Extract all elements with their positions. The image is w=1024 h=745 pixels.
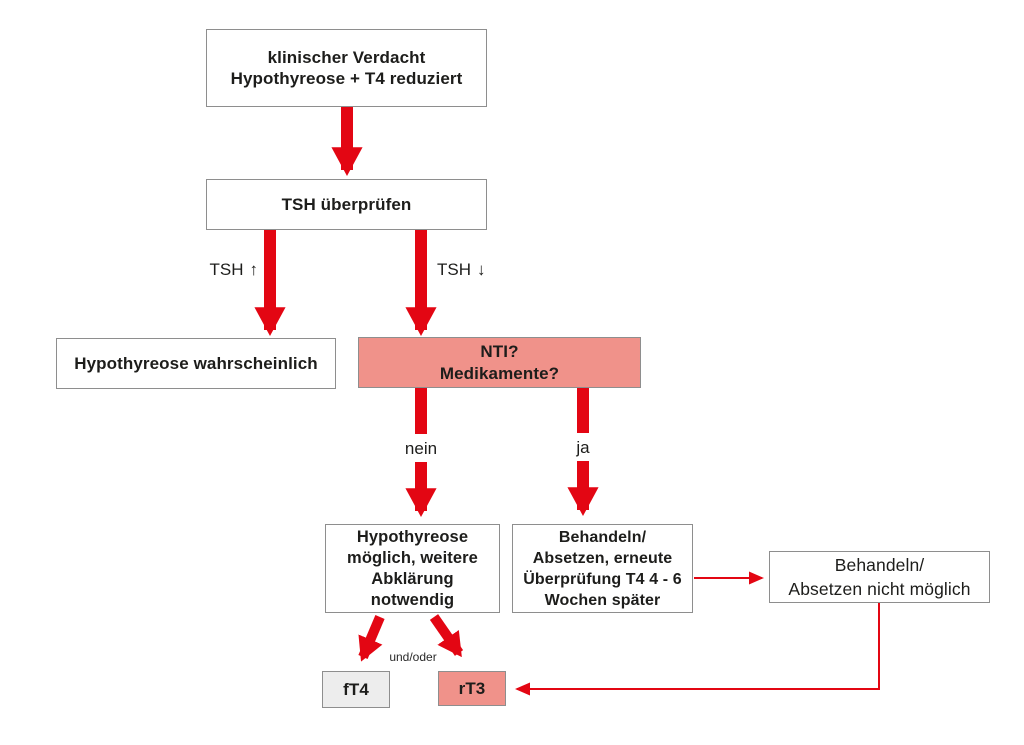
edge-label-tsh-low-text: TSH bbox=[437, 260, 471, 279]
box-tsh-check: TSH überprüfen bbox=[206, 179, 487, 230]
box-tsh-check-line1: TSH überprüfen bbox=[281, 194, 412, 214]
box-clinical-suspicion-line2: Hypothyreose + T4 reduziert bbox=[230, 69, 463, 88]
box-hypothyreose-likely: Hypothyreose wahrscheinlich bbox=[56, 338, 336, 389]
tsh-down-arrow-icon: ↓ bbox=[477, 260, 486, 279]
box-nti-line1: NTI? bbox=[480, 342, 519, 361]
box-clinical-suspicion-line1: klinischer Verdacht bbox=[267, 47, 426, 67]
tsh-up-arrow-icon: ↑ bbox=[249, 260, 259, 279]
edge-label-nein: nein bbox=[404, 439, 438, 458]
edge-label-tsh-high-text: TSH bbox=[209, 260, 244, 279]
box-hypothyreose-possible-line1: Hypothyreose bbox=[356, 527, 469, 546]
box-treat-stop-line4: Wochen später bbox=[544, 591, 661, 609]
box-clinical-suspicion: klinischer Verdacht Hypothyreose + T4 re… bbox=[206, 29, 487, 107]
box-ft4: fT4 bbox=[322, 671, 390, 708]
box-hypothyreose-possible: Hypothyreose möglich, weitere Abklärung … bbox=[325, 524, 500, 613]
box-ft4-label: fT4 bbox=[343, 679, 369, 699]
box-treat-stop-recheck: Behandeln/ Absetzen, erneute Überprüfung… bbox=[512, 524, 693, 613]
box-nti-medikamente: NTI? Medikamente? bbox=[358, 337, 641, 388]
edge-label-ja: ja bbox=[576, 438, 590, 457]
box-treat-stop-line1: Behandeln/ bbox=[558, 528, 647, 546]
arrow-to-rt3 bbox=[429, 614, 464, 658]
box-hypothyreose-possible-line3: Abklärung bbox=[371, 569, 454, 588]
box-hypothyreose-possible-line2: möglich, weitere bbox=[347, 548, 478, 567]
box-treat-not-possible-line2: Absetzen nicht möglich bbox=[788, 579, 971, 599]
arrow-to-ft4 bbox=[358, 615, 385, 662]
box-treat-not-possible: Behandeln/ Absetzen nicht möglich bbox=[769, 551, 990, 603]
edge-label-tsh-high: TSH ↑ bbox=[148, 258, 259, 282]
edge-label-und-oder: und/oder bbox=[389, 650, 437, 664]
box-treat-stop-line2: Absetzen, erneute bbox=[532, 549, 673, 567]
box-hypothyreose-likely-line1: Hypothyreose wahrscheinlich bbox=[74, 353, 318, 373]
box-rt3-label: rT3 bbox=[458, 678, 486, 698]
box-hypothyreose-possible-line4: notwendig bbox=[370, 590, 455, 609]
box-treat-not-possible-line1: Behandeln/ bbox=[834, 555, 925, 575]
box-nti-line2: Medikamente? bbox=[439, 363, 560, 383]
edge-label-tsh-low: TSH ↓ bbox=[437, 258, 547, 282]
box-treat-stop-line3: Überprüfung T4 4 - 6 bbox=[523, 570, 682, 588]
arrow-impossible-to-rt3 bbox=[515, 603, 880, 696]
box-rt3: rT3 bbox=[438, 671, 506, 706]
